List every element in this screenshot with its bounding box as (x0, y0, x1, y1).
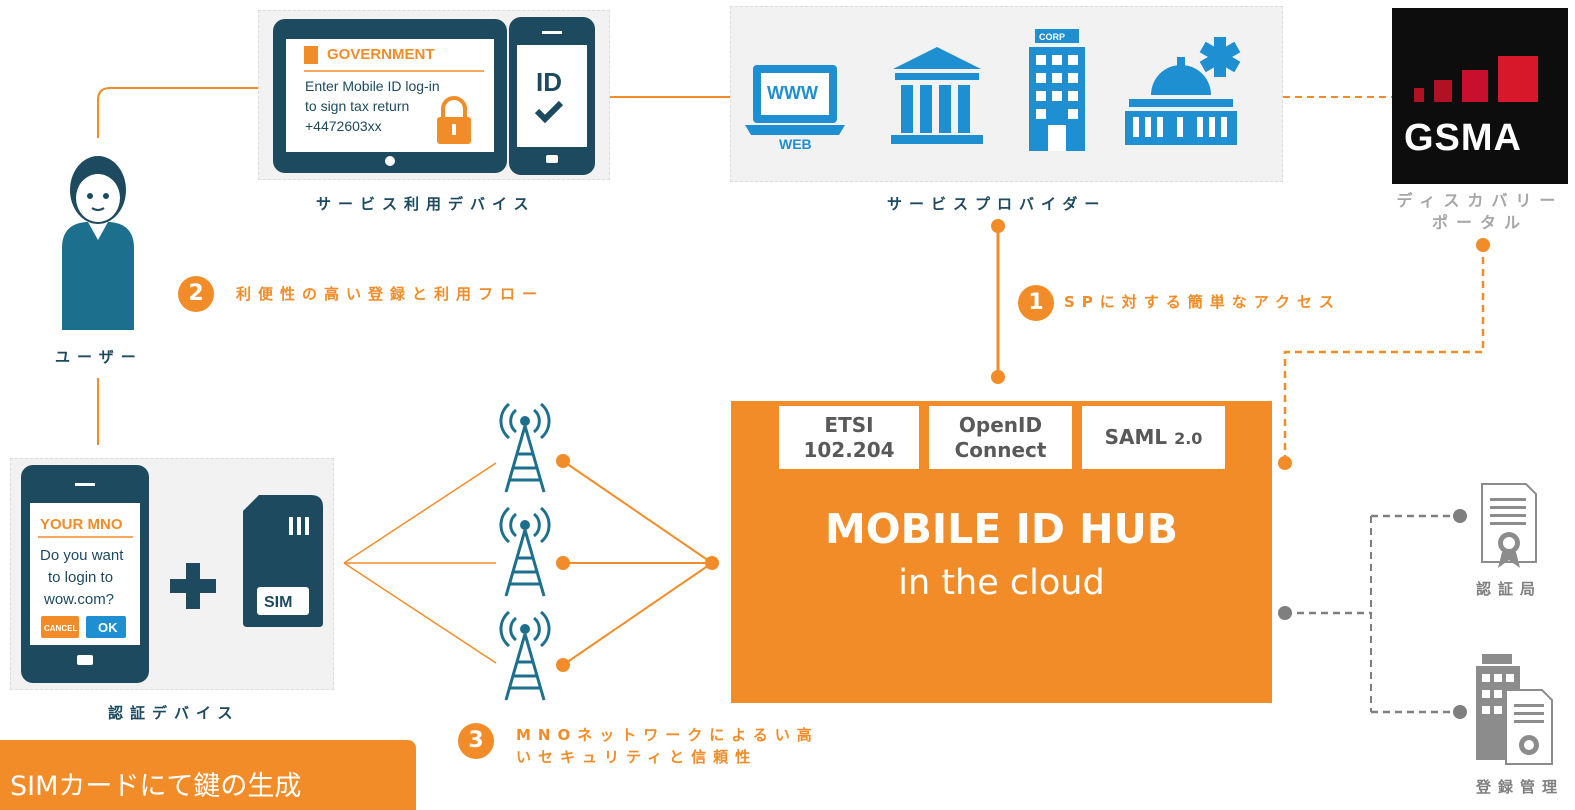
discovery-label-line1: ディスカバリー (1396, 191, 1564, 210)
user-avatar-icon (62, 156, 134, 330)
svg-text:OK: OK (98, 620, 118, 635)
sim-key-banner-text: SIMカードにて鍵の生成 (10, 771, 302, 802)
step-3-badge: 3 (458, 723, 494, 759)
discovery-portal-label: ディスカバリー ポータル (1392, 190, 1568, 234)
plus-icon (170, 563, 216, 609)
gsma-text: GSMA (1404, 117, 1522, 159)
svg-text:CORP: CORP (1039, 32, 1065, 42)
web-laptop-icon: WWW WEB (745, 65, 845, 152)
government-capitol-icon (1125, 37, 1241, 145)
hub-subtitle: in the cloud (898, 563, 1105, 603)
auth-device-panel: YOUR MNO Do you want to login to wow.com… (10, 458, 334, 690)
registration-label: 登録管理 (1476, 778, 1565, 796)
auth-device-illustration: YOUR MNO Do you want to login to wow.com… (21, 465, 323, 683)
tablet-illustration: GOVERNMENT Enter Mobile ID log-in to sig… (273, 17, 595, 175)
cell-tower-icon-3 (499, 610, 551, 701)
bank-building-icon (891, 47, 983, 144)
svg-text:WWW: WWW (767, 83, 818, 103)
hub-title: MOBILE ID HUB (825, 505, 1178, 553)
user-label: ユーザー (55, 348, 143, 366)
svg-text:Do you want: Do you want (40, 547, 124, 564)
ok-button (86, 616, 126, 638)
certificate-icon (1481, 483, 1537, 568)
lock-icon (437, 96, 471, 144)
corporate-building-icon: CORP (1029, 29, 1085, 151)
tablet-line2: to sign tax return (305, 98, 409, 114)
step-3-text-line2: いセキュリティと信頼性 (516, 748, 758, 766)
phone-heading: YOUR MNO (40, 516, 123, 533)
cancel-button (41, 616, 79, 638)
registration-building-icon (1476, 654, 1553, 765)
discovery-label-line2: ポータル (1431, 213, 1528, 232)
phone-id-text: ID (536, 67, 562, 97)
sim-key-banner: SIMカードにて鍵の生成 (0, 740, 416, 810)
tablet-line1: Enter Mobile ID log-in (305, 78, 440, 94)
auth-device-label: 認証デバイス (108, 704, 240, 722)
svg-text:CANCEL: CANCEL (44, 624, 77, 633)
service-device-label: サービス利用デバイス (316, 195, 536, 213)
cell-tower-icon-2 (499, 506, 551, 597)
gsma-logo-graphic: GSMA (1404, 56, 1538, 159)
gsma-logo: GSMA (1392, 8, 1568, 184)
svg-text:wow.com?: wow.com? (43, 591, 114, 608)
cell-tower-icon-1 (499, 402, 551, 493)
sim-card-icon: SIM (243, 495, 323, 627)
sim-text: SIM (264, 594, 292, 611)
service-device-panel: GOVERNMENT Enter Mobile ID log-in to sig… (258, 10, 610, 180)
service-provider-label: サービスプロバイダー (887, 195, 1107, 213)
tablet-line3: +4472603xx (305, 118, 382, 134)
tablet-heading: GOVERNMENT (327, 46, 435, 63)
medical-star-icon (1199, 37, 1241, 77)
step-1-text: SPに対する簡単なアクセス (1064, 293, 1342, 311)
standard-saml: SAML 2.0 (1082, 406, 1225, 469)
svg-text:to login to: to login to (48, 569, 113, 586)
svg-text:WEB: WEB (779, 136, 812, 152)
service-provider-icons: WWW WEB CORP (745, 29, 1241, 152)
cert-authority-label: 認証局 (1476, 580, 1543, 598)
step-3-text: MNOネットワークによるい高 いセキュリティと信頼性 (516, 724, 819, 768)
step-2-badge: 2 (178, 276, 214, 312)
service-provider-panel: WWW WEB CORP (730, 6, 1283, 182)
step-1-badge: 1 (1018, 285, 1054, 321)
step-2-text: 利便性の高い登録と利用フロー (236, 285, 545, 303)
step-3-text-line1: MNOネットワークによるい高 (516, 726, 819, 744)
